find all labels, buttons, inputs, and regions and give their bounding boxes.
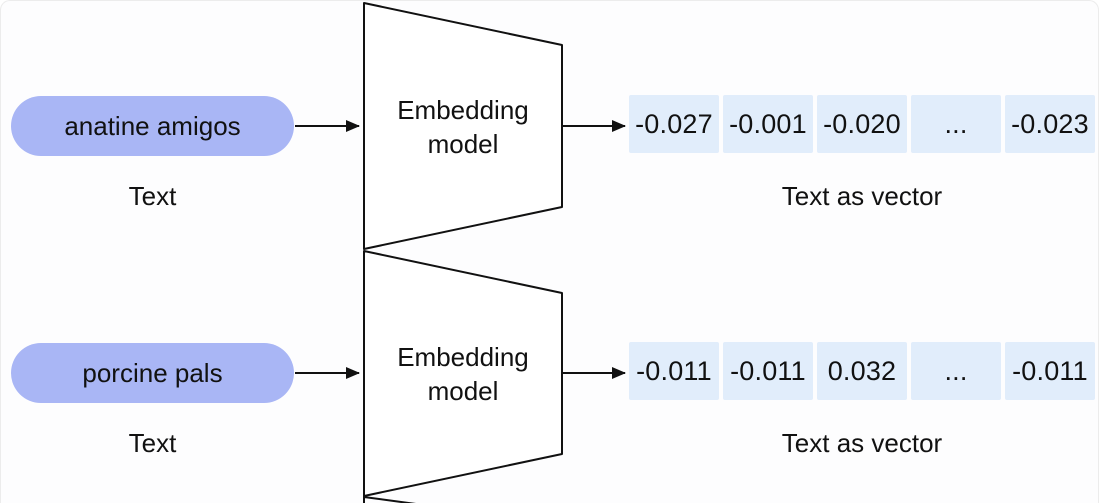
input-text-pill-2: porcine pals	[11, 343, 294, 403]
input-caption-2: Text	[128, 428, 177, 458]
vector-cell-ellipsis: ...	[911, 342, 1001, 400]
vector-caption-1: Text as vector	[781, 181, 943, 211]
vector-cell: -0.027	[629, 95, 719, 153]
embedding-model-label-2: Embedding model	[397, 342, 529, 406]
cropped-shape-edge	[363, 496, 417, 503]
vector-cell: -0.020	[817, 95, 907, 153]
input-caption-1: Text	[128, 181, 177, 211]
vector-cell: 0.032	[817, 342, 907, 400]
vector-row-1: -0.027 -0.001 -0.020 ... -0.023	[629, 95, 1095, 153]
input-text-pill-1: anatine amigos	[11, 96, 294, 156]
vector-cell: -0.011	[723, 342, 813, 400]
vector-cell: -0.023	[1005, 95, 1095, 153]
embedding-model-label-1: Embedding model	[397, 95, 529, 159]
vector-cell: -0.011	[1005, 342, 1095, 400]
vector-caption-2: Text as vector	[781, 428, 943, 458]
vector-row-2: -0.011 -0.011 0.032 ... -0.011	[629, 342, 1095, 400]
vector-cell: -0.011	[629, 342, 719, 400]
vector-cell-ellipsis: ...	[911, 95, 1001, 153]
vector-cell: -0.001	[723, 95, 813, 153]
